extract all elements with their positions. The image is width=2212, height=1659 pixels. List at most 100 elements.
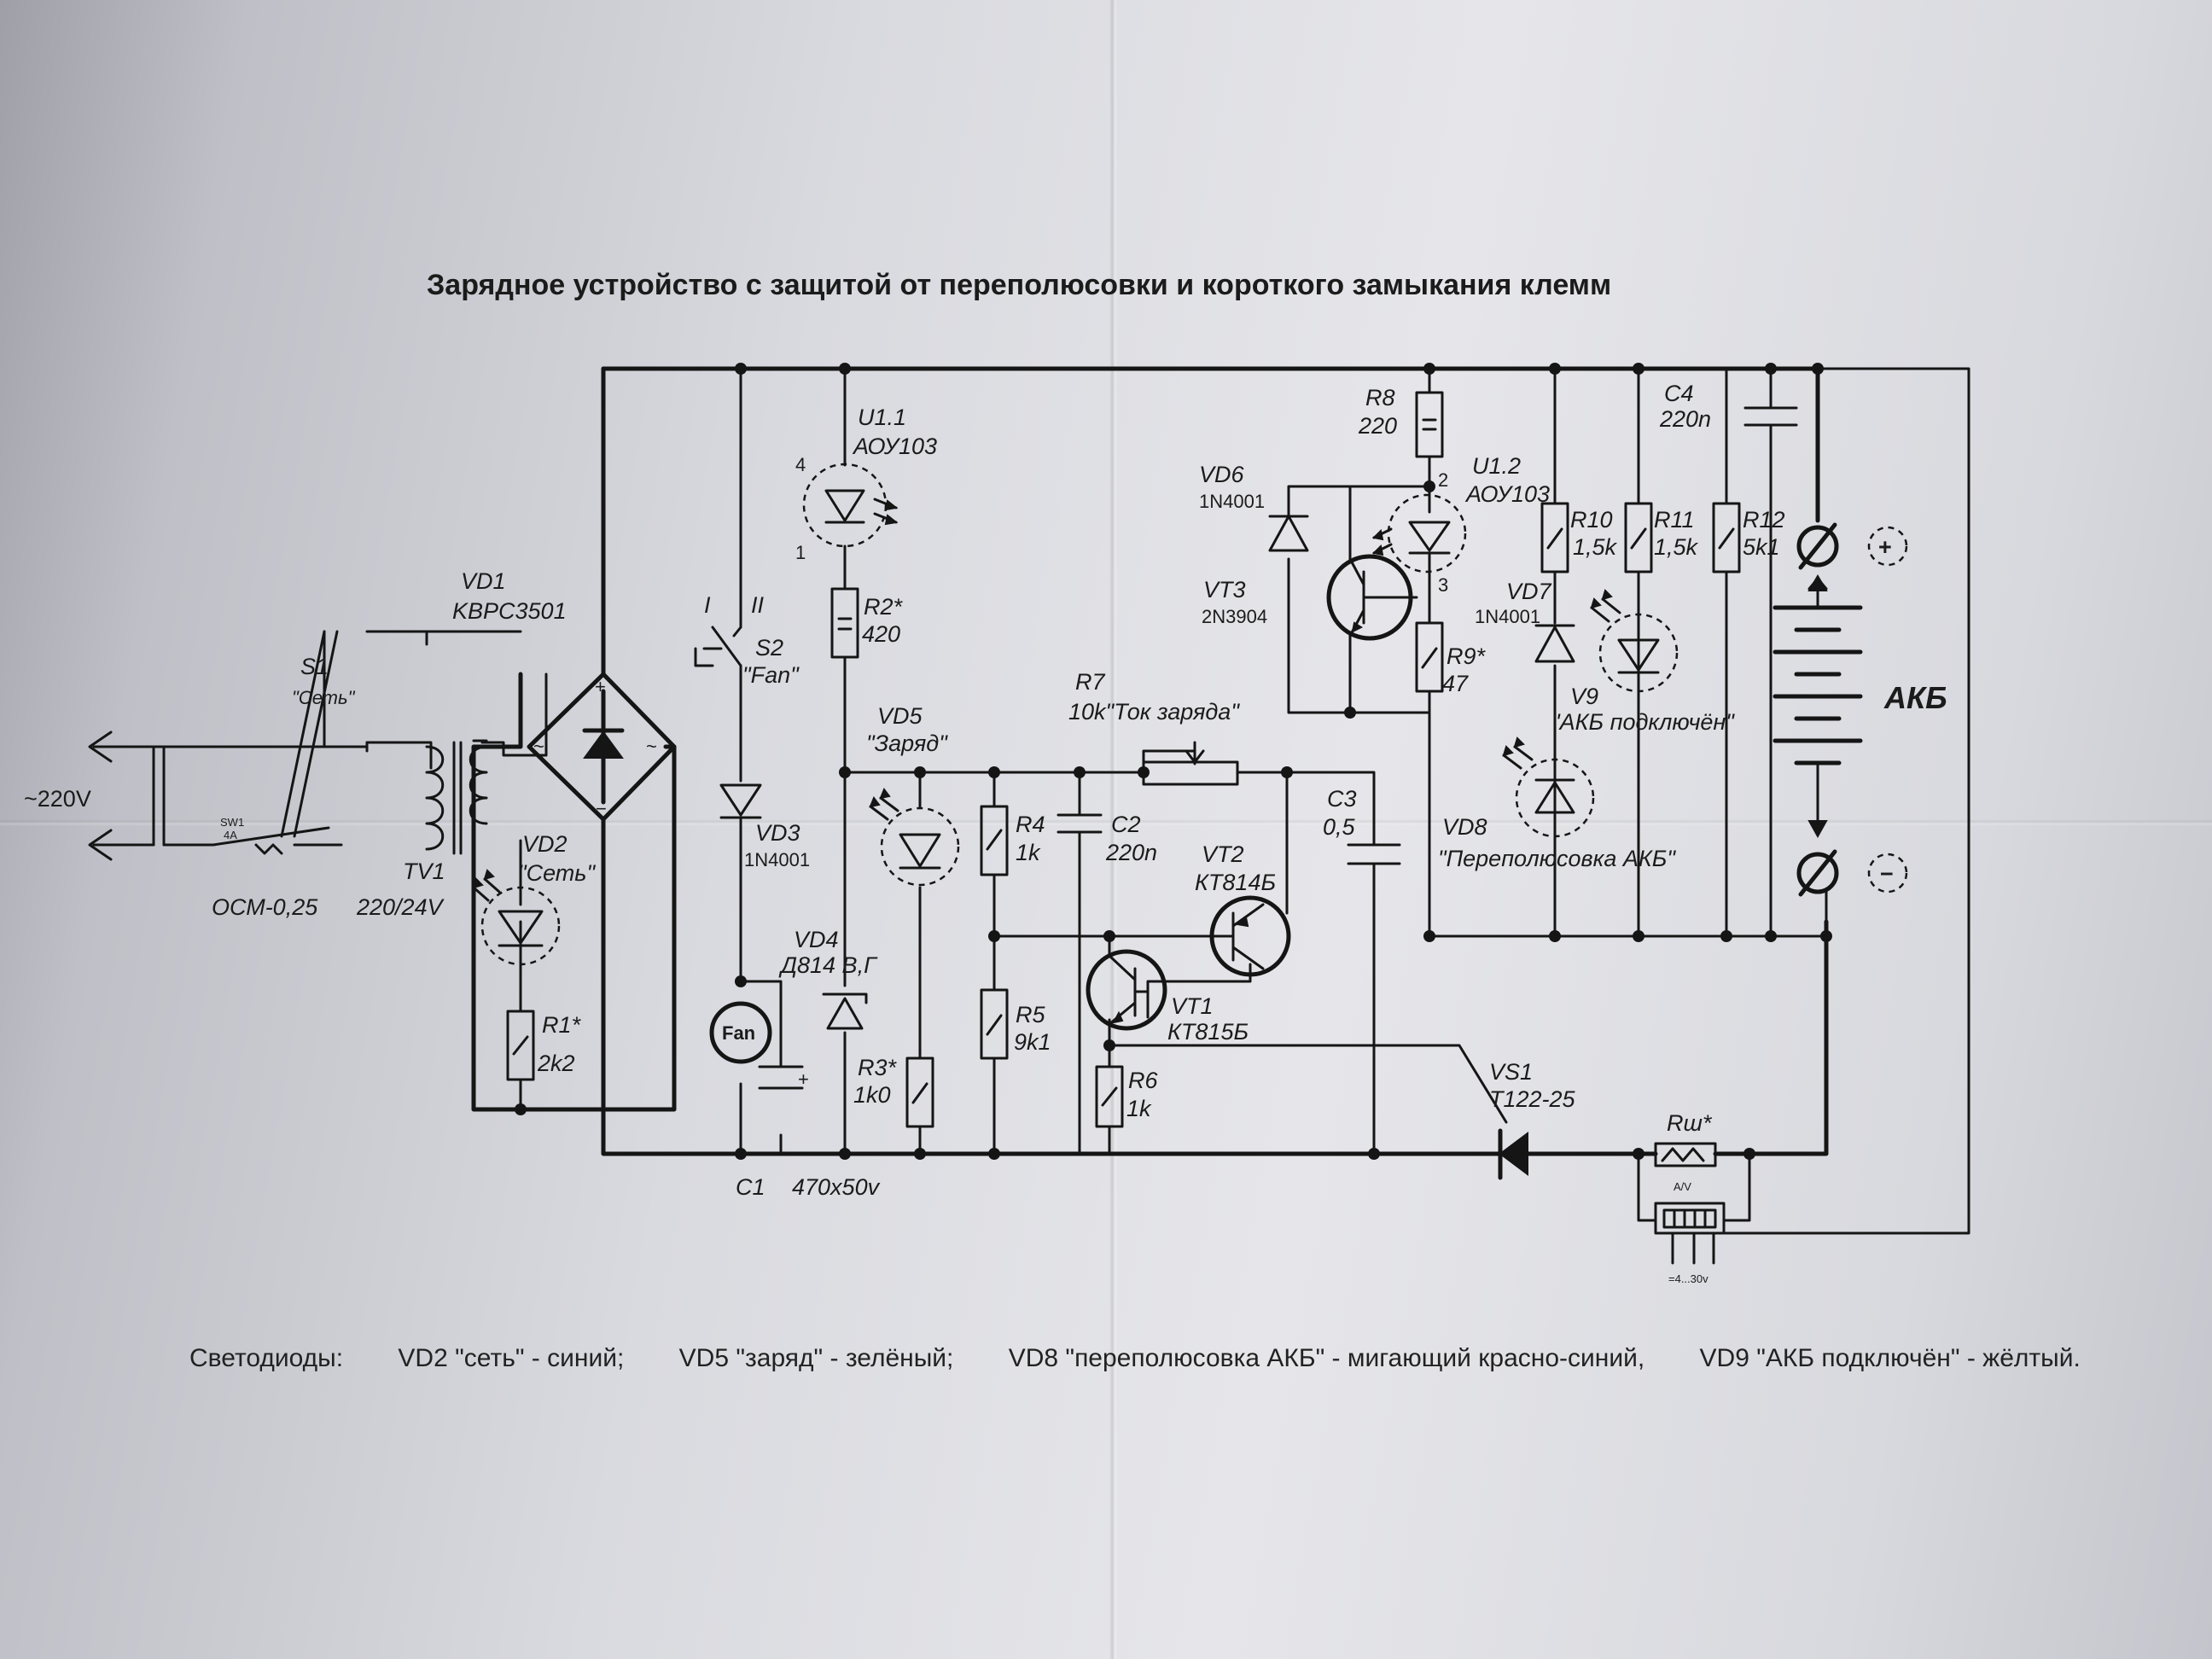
- r1-value: 2k2: [537, 1051, 575, 1076]
- r5-resistor: R5 9k1: [980, 988, 1051, 1060]
- v9-name: "АКБ подключён": [1551, 709, 1735, 735]
- c2-capacitor: C2 220n: [1057, 812, 1157, 865]
- u12-ref: U1.2: [1472, 453, 1521, 479]
- s1-fuse-label: 4A: [224, 829, 237, 841]
- u11-ref: U1.1: [858, 405, 906, 430]
- vd3-model: 1N4001: [744, 849, 810, 870]
- bridge-minus: −: [596, 798, 607, 819]
- v9-ref: V9: [1570, 684, 1598, 709]
- meter-label: A/V: [1674, 1180, 1691, 1193]
- r6-ref: R6: [1128, 1068, 1158, 1093]
- vd2-ref: VD2: [522, 831, 568, 857]
- vd4-model: Д814 В,Г: [778, 952, 878, 978]
- r7-potentiometer: R7 10k"Ток заряда": [1068, 669, 1240, 786]
- switch-s2: I II S2 "Fan": [694, 592, 800, 688]
- battery-plus: +: [1878, 534, 1892, 560]
- r6-value: 1k: [1126, 1096, 1152, 1121]
- vd5-ref: VD5: [877, 703, 923, 729]
- r3-resistor: R3* 1k0: [853, 1055, 934, 1128]
- r11-value: 1,5k: [1654, 534, 1699, 560]
- vt2-transistor: VT2 КТ814Б: [1195, 841, 1291, 977]
- shunt-rsh: Rш*: [1654, 1110, 1717, 1167]
- vt1-transistor: VT1 КТ815Б: [1086, 934, 1249, 1045]
- c4-capacitor: C4 220n: [1659, 381, 1798, 432]
- tv1-model: ОСМ-0,25: [212, 894, 318, 920]
- c3-ref: C3: [1327, 786, 1357, 812]
- s1-name: "Сеть": [292, 687, 356, 708]
- r9-resistor: R9* 47: [1415, 621, 1487, 696]
- r10-value: 1,5k: [1573, 534, 1618, 560]
- u12-pin3: 3: [1438, 574, 1448, 596]
- vt1-ref: VT1: [1171, 993, 1214, 1019]
- r4-resistor: R4 1k: [980, 805, 1045, 876]
- c4-ref: C4: [1664, 381, 1694, 406]
- vt3-transistor: VT3 2N3904: [1202, 554, 1418, 641]
- c1-plus: +: [798, 1068, 809, 1090]
- vd3-ref: VD3: [755, 820, 800, 846]
- r8-value: 220: [1358, 413, 1397, 439]
- c1-capacitor: + C1 470x50v: [736, 1065, 881, 1200]
- c2-ref: C2: [1111, 812, 1141, 837]
- u11-optocoupler-led: U1.1 АОУ103 4 1: [795, 405, 937, 563]
- paper-fold-horizontal: [0, 819, 2212, 826]
- vd8-led: VD8 "Переполюсовка АКБ": [1438, 736, 1676, 871]
- vt2-ref: VT2: [1202, 841, 1244, 867]
- vd3-diode: VD3 1N4001: [719, 783, 810, 870]
- r10-resistor: R10 1,5k: [1540, 502, 1618, 573]
- battery-label: АКБ: [1883, 680, 1947, 715]
- s2-ref: S2: [755, 635, 783, 661]
- s2-pos2: II: [751, 592, 765, 618]
- diagram-title: Зарядное устройство с защитой от перепол…: [427, 269, 1611, 301]
- vd7-diode: VD7 1N4001: [1475, 579, 1575, 663]
- mains-input: ~220V: [24, 630, 330, 861]
- u12-optocoupler: U1.2 АОУ103 2 3: [1371, 453, 1550, 596]
- r7-value: 10k"Ток заряда": [1068, 699, 1240, 725]
- av-meter: A/V =4...30v: [1654, 1180, 1726, 1285]
- r11-resistor: R11 1,5k: [1624, 502, 1699, 573]
- bridge-ac-right: ~: [646, 736, 657, 757]
- s1-sw-label: SW1: [220, 816, 244, 829]
- r4-ref: R4: [1016, 812, 1045, 837]
- u12-model: АОУ103: [1464, 481, 1550, 507]
- meter-supply: =4...30v: [1668, 1272, 1708, 1285]
- vt1-model: КТ815Б: [1167, 1019, 1249, 1045]
- bridge-vd1: + − ~ ~ VD1 KBPC3501: [452, 568, 677, 822]
- r7-ref: R7: [1075, 669, 1105, 695]
- r8-resistor: R8 220: [1358, 385, 1444, 458]
- s1-ref: S1: [300, 654, 329, 679]
- s2-name: "Fan": [742, 662, 800, 688]
- c1-value: 470x50v: [792, 1174, 881, 1200]
- legend-item: VD2 "сеть" - синий;: [398, 1344, 625, 1372]
- c3-value: 0,5: [1323, 814, 1356, 840]
- transformer-tv1: TV1 ОСМ-0,25 220/24V: [212, 741, 488, 920]
- legend-item: VD8 "переполюсовка АКБ" - мигающий красн…: [1008, 1344, 1645, 1372]
- v9-led: V9 "АКБ подключён": [1551, 589, 1735, 735]
- u11-pin4: 4: [795, 454, 806, 475]
- r5-value: 9k1: [1014, 1029, 1051, 1055]
- legend-prefix: Светодиоды:: [189, 1344, 344, 1372]
- vt3-ref: VT3: [1203, 577, 1246, 602]
- vs1-ref: VS1: [1489, 1059, 1533, 1085]
- r11-ref: R11: [1654, 507, 1695, 533]
- r1-resistor: R1* 2k2: [506, 1010, 582, 1081]
- r6-resistor: R6 1k: [1095, 1065, 1158, 1128]
- vd1-ref: VD1: [461, 568, 506, 594]
- paper-fold-vertical: [1109, 0, 1118, 1659]
- vt3-model: 2N3904: [1202, 606, 1267, 627]
- battery-minus: −: [1880, 861, 1894, 887]
- r5-ref: R5: [1016, 1002, 1045, 1027]
- vd2-name: "Сеть": [518, 860, 596, 886]
- vd7-model: 1N4001: [1475, 606, 1540, 627]
- legend-item: VD9 "АКБ подключён" - жёлтый.: [1699, 1344, 2081, 1372]
- r8-ref: R8: [1365, 385, 1395, 410]
- vd2-led: VD2 "Сеть": [472, 831, 596, 966]
- vs1-thyristor: VS1 T122-25: [1478, 1059, 1576, 1180]
- r12-ref: R12: [1743, 507, 1785, 533]
- vd6-model: 1N4001: [1199, 491, 1265, 512]
- r10-ref: R10: [1570, 507, 1613, 533]
- s2-pos1: I: [704, 592, 711, 618]
- c2-value: 220n: [1105, 840, 1157, 865]
- r12-value: 5k1: [1743, 534, 1780, 560]
- u11-model: АОУ103: [852, 434, 937, 459]
